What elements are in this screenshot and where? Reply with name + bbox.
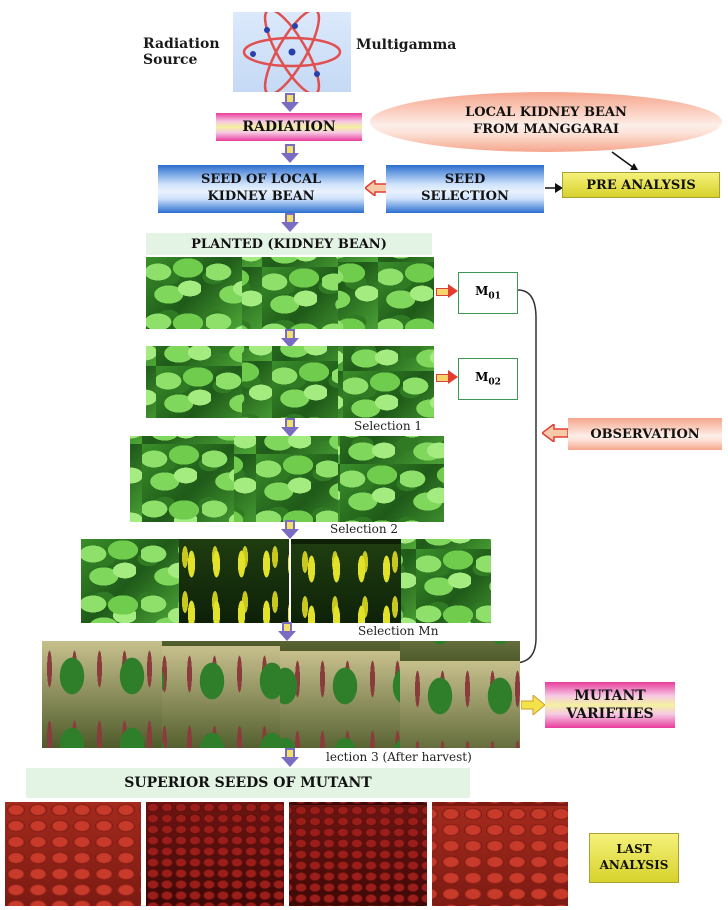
mutant-label: MUTANT VARIETIES (566, 687, 653, 723)
superior-band: SUPERIOR SEEDS OF MUTANT (26, 768, 470, 798)
local-bean-label: LOCAL KIDNEY BEAN FROM MANGGARAI (465, 105, 627, 139)
plant-photo (146, 346, 242, 418)
harvest-photo (162, 641, 280, 748)
pre-analysis-box: PRE ANALYSIS (562, 172, 720, 198)
left-arrow-icon (542, 424, 568, 442)
superior-label: SUPERIOR SEEDS OF MUTANT (124, 775, 371, 791)
pod-photo (179, 539, 289, 623)
plant-photo (338, 346, 434, 418)
plant-photo (234, 436, 338, 522)
selection-mn-label: Selection Mn (358, 624, 438, 638)
m02-label: M02 (475, 370, 501, 387)
right-arrow-icon (436, 370, 458, 384)
right-arrow-icon (521, 695, 545, 715)
plant-photo (130, 436, 234, 522)
right-arrow-icon (436, 284, 458, 298)
multigamma-label: Multigamma (356, 37, 456, 53)
bean-photo (289, 802, 427, 906)
selection1-label: Selection 1 (354, 419, 422, 433)
plant-photo (81, 539, 179, 623)
m02-box: M02 (458, 358, 518, 400)
seed-selection-label: SEED SELECTION (421, 172, 509, 206)
last-analysis-label: LAST ANALYSIS (600, 842, 669, 873)
down-arrow-icon (281, 418, 299, 438)
radiation-box: RADIATION (216, 113, 362, 141)
plant-photo (338, 257, 434, 329)
harvest-photo (42, 641, 162, 748)
bean-photo (146, 802, 284, 906)
m01-label: M01 (475, 284, 501, 301)
last-analysis-box: LAST ANALYSIS (589, 833, 679, 883)
seed-local-label: SEED OF LOCAL KIDNEY BEAN (201, 172, 321, 206)
plant-photo (401, 539, 491, 623)
seed-selection-box: SEED SELECTION (386, 165, 544, 213)
bean-photo (432, 802, 568, 906)
bean-photo (5, 802, 141, 906)
planted-label: PLANTED (KIDNEY BEAN) (191, 237, 387, 252)
planted-band: PLANTED (KIDNEY BEAN) (146, 233, 432, 255)
observation-bracket (510, 288, 550, 668)
down-arrow-icon (281, 520, 299, 540)
atom-icon (233, 12, 351, 92)
m01-box: M01 (458, 272, 518, 314)
down-arrow-icon (281, 144, 299, 164)
mutant-box: MUTANT VARIETIES (545, 682, 675, 728)
plant-photo (242, 257, 338, 329)
atom-image (233, 12, 351, 92)
down-arrow-icon (281, 213, 299, 233)
local-bean-ellipse: LOCAL KIDNEY BEAN FROM MANGGARAI (370, 92, 722, 152)
down-arrow-icon (278, 622, 296, 642)
down-arrow-icon (281, 93, 299, 113)
seed-local-box: SEED OF LOCAL KIDNEY BEAN (158, 165, 364, 213)
harvest-photo (400, 641, 520, 748)
selection3-label: lection 3 (After harvest) (326, 750, 472, 764)
observation-label: OBSERVATION (590, 427, 699, 442)
pod-photo (291, 539, 401, 623)
harvest-photo (280, 641, 400, 748)
plant-photo (242, 346, 338, 418)
down-arrow-icon (281, 748, 299, 768)
radiation-label: RADIATION (242, 119, 335, 135)
pre-analysis-label: PRE ANALYSIS (586, 178, 696, 193)
plant-photo (338, 436, 444, 522)
selection2-label: Selection 2 (330, 522, 398, 536)
plant-photo (146, 257, 242, 329)
diagonal-arrow-icon (610, 150, 640, 172)
radiation-source-label: Radiation Source (143, 36, 220, 68)
observation-box: OBSERVATION (568, 418, 722, 450)
